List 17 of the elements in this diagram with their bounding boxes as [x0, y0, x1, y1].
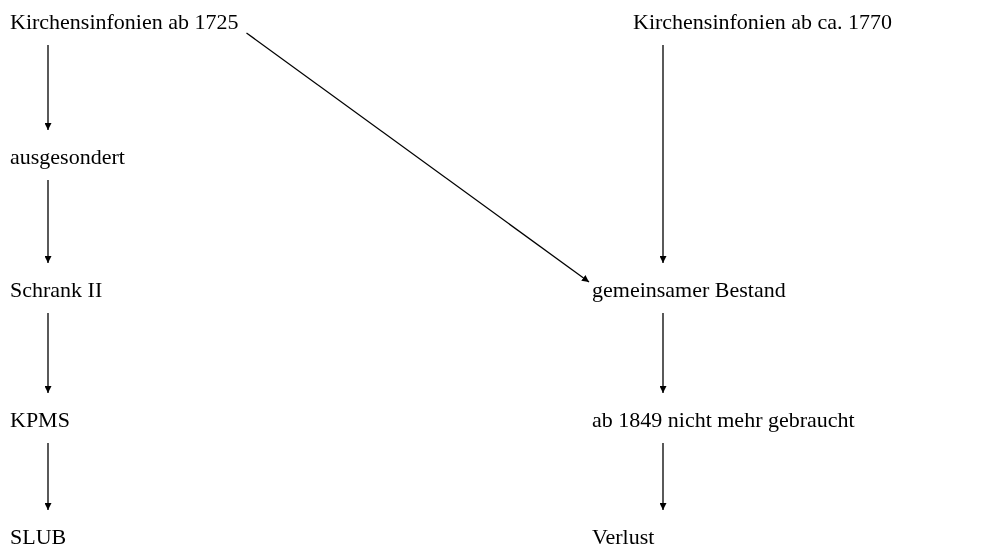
- arrow: [659, 44, 667, 264]
- flow-label: ab 1849 nicht mehr gebraucht: [592, 407, 855, 433]
- arrow: [44, 442, 52, 511]
- flow-label: KPMS: [10, 407, 70, 433]
- arrow: [44, 44, 52, 131]
- arrow: [44, 312, 52, 394]
- arrow: [659, 312, 667, 394]
- arrow: [659, 442, 667, 511]
- flow-label: Schrank II: [10, 277, 103, 303]
- flow-label: ausgesondert: [10, 144, 125, 170]
- flow-label: Kirchensinfonien ab 1725: [10, 9, 239, 35]
- arrow: [44, 179, 52, 264]
- arrow: [245, 32, 590, 283]
- flow-label: Kirchensinfonien ab ca. 1770: [633, 9, 893, 35]
- flow-label: Verlust: [592, 524, 655, 550]
- flow-label: SLUB: [10, 524, 67, 550]
- flow-label: gemeinsamer Bestand: [592, 277, 786, 303]
